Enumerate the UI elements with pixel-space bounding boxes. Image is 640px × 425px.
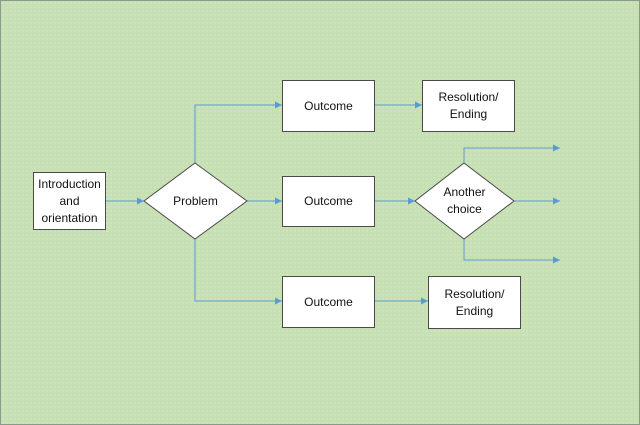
problem-label: Problem [173, 193, 218, 208]
intro-box: Introduction and orientation [33, 172, 106, 230]
another-choice-label: Another choice [443, 185, 486, 216]
resolution-top-box: Resolution/ Ending [422, 80, 515, 132]
outcome-mid-box: Outcome [282, 176, 375, 227]
resolution-bottom-box: Resolution/ Ending [428, 276, 521, 329]
outcome-bottom-box: Outcome [282, 276, 375, 328]
another-choice-diamond [414, 162, 515, 240]
arrow-choice-branch-down [463, 239, 560, 264]
outcome-top-box: Outcome [282, 80, 375, 132]
problem-diamond [143, 162, 248, 240]
arrow-problem-to-outcome-bottom [194, 239, 282, 305]
arrow-problem-to-outcome-top [194, 101, 282, 163]
arrow-choice-branch-up [463, 144, 560, 163]
